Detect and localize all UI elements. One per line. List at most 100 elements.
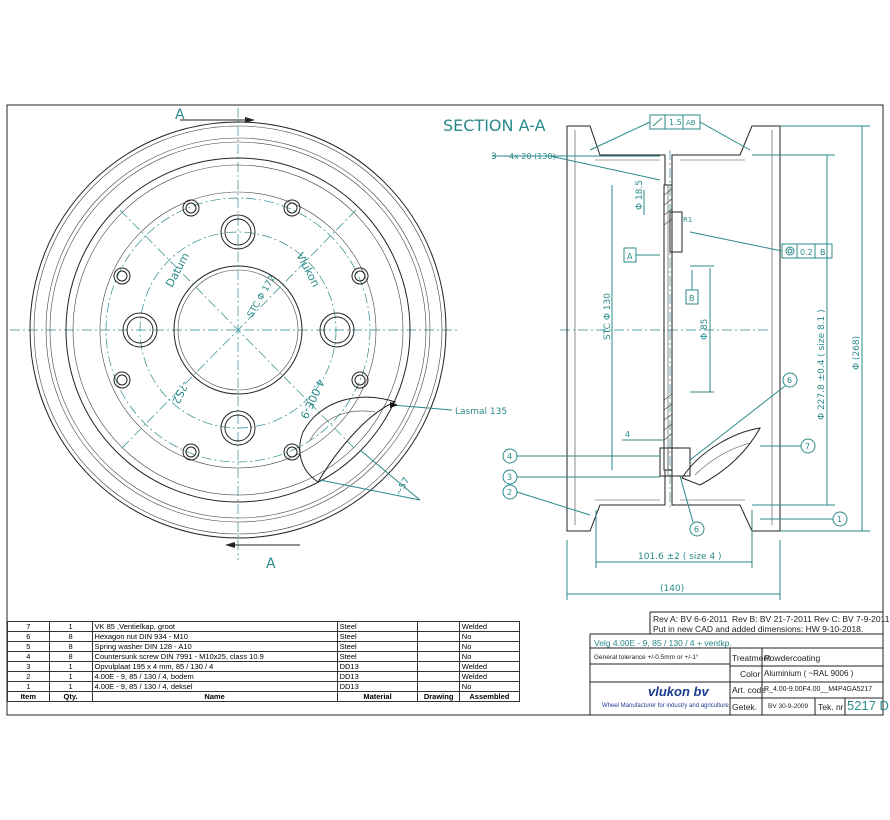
section-title: SECTION A-A	[443, 116, 546, 135]
bom-cell-item: 1	[7, 681, 50, 692]
bom-cell-item: 4	[7, 651, 50, 662]
balloons: 1 2 3 4 6 6 7	[502, 372, 848, 537]
getek-value: BV 30-9-2009	[768, 703, 809, 710]
bom-cell-name: Opvulplaat 195 x 4 mm, 85 / 130 / 4	[91, 661, 338, 672]
dim-101-6: 101.6 ±2 ( size 4 )	[638, 552, 722, 562]
tekno-value: 5217 D	[847, 698, 889, 713]
weld-label: Lasmal 135	[455, 407, 507, 417]
bom-cell-item: 7	[7, 621, 50, 632]
bom-cell-material: DD13	[336, 681, 419, 692]
bom-header-cell: Material	[336, 691, 419, 702]
balloon-6a-text: 6	[787, 376, 792, 385]
dim-stc-130: STC Φ 130	[603, 293, 613, 340]
bom-cell-name: VK 85 ,Ventielkap, groot	[91, 621, 338, 632]
color-label: Color	[740, 669, 761, 679]
drawing-title: Velg 4.00E - 9, 85 / 130 / 4 + ventkp.	[594, 638, 732, 648]
chamfer-index: 3	[491, 152, 497, 162]
bom-cell-drawing	[417, 621, 460, 632]
vlukon-label: Vlukon	[293, 250, 322, 289]
bom-cell-material: Steel	[336, 651, 419, 662]
getek-label: Getek.	[732, 702, 758, 712]
bom-cell-name: Countersunk screw DIN 7991 - M10x25, cla…	[91, 651, 338, 662]
size-label: 4.00E-9	[297, 377, 327, 421]
bom-cell-drawing	[417, 671, 460, 682]
bom-cell-qty: 8	[48, 631, 93, 642]
bom-cell-name: Spring washer DIN 128 - A10	[91, 641, 338, 652]
bom-cell-material: Steel	[336, 621, 419, 632]
datum-a: A	[627, 252, 633, 261]
company-logo: vlukon bv	[648, 684, 709, 699]
concentric-value: 0.2	[800, 248, 813, 257]
bom-cell-assembled: No	[458, 681, 521, 692]
bom-cell-assembled: Welded	[458, 621, 521, 632]
company-tagline: Wheel Manufacturer for industry and agri…	[602, 703, 729, 709]
front-view: A A Datum Vlukon STC Φ 172 4.00E-9 -?S2 …	[10, 107, 507, 572]
offset-label: -?S2	[169, 379, 191, 406]
balloon-7-text: 7	[805, 442, 810, 451]
bom-cell-qty: 1	[48, 621, 93, 632]
title-block-frame	[589, 611, 883, 715]
balloon-6b	[689, 521, 705, 537]
bom-cell-drawing	[417, 631, 460, 642]
section-marker-top: A	[175, 107, 185, 123]
balloon-4-text: 4	[507, 452, 512, 461]
bom-cell-assembled: No	[458, 641, 521, 652]
artcode-label: Art. code	[732, 685, 767, 695]
bom-header-cell: Drawing	[417, 691, 460, 702]
datum-b: B	[689, 294, 695, 303]
drawing-frame	[6, 104, 884, 716]
section-view: SECTION A-A	[443, 114, 870, 600]
bom-cell-material: DD13	[336, 671, 419, 682]
bom-cell-drawing	[417, 661, 460, 672]
rev-note: Put in new CAD and added dimensions: HW …	[653, 624, 864, 634]
dim-18-5: Φ 18.5	[635, 180, 645, 210]
bom-cell-name: Hexagon nut DIN 934 - M10	[91, 631, 338, 642]
dim-227-8: Φ 227.8 ±0.4 ( size 8.1 )	[817, 309, 827, 420]
tekno-label: Tek. nr	[818, 702, 844, 712]
runout-value: 1.5	[669, 118, 682, 127]
dim-4: 4	[625, 430, 630, 439]
bom-cell-material: Steel	[336, 641, 419, 652]
treatment-label: Treatment	[732, 653, 771, 663]
dim-r: R1	[683, 216, 692, 224]
bom-cell-qty: 1	[48, 671, 93, 682]
bom-cell-assembled: Welded	[458, 671, 521, 682]
bom-cell-item: 5	[7, 641, 50, 652]
bom-header-cell: Item	[7, 691, 50, 702]
bom-cell-assembled: No	[458, 631, 521, 642]
bom-cell-assembled: Welded	[458, 661, 521, 672]
bom-header-cell: Qty.	[48, 691, 93, 702]
bom-cell-drawing	[417, 641, 460, 652]
dim-140: (140)	[660, 584, 684, 594]
bom-cell-name: 4.00E - 9, 85 / 130 / 4, bodem	[91, 671, 338, 682]
bom-cell-material: DD13	[336, 661, 419, 672]
artcode-value: R_4.00-9.00F4.00__M4P4GA5217	[764, 686, 873, 693]
balloon-6a	[782, 372, 798, 388]
bom-cell-material: Steel	[336, 631, 419, 642]
concentric-datum: B	[820, 248, 826, 257]
bom-cell-qty: 8	[48, 641, 93, 652]
datum-label: Datum	[163, 250, 192, 289]
bom-cell-item: 3	[7, 661, 50, 672]
stc-label: STC Φ 172	[246, 274, 278, 320]
balloon-3-text: 3	[507, 473, 512, 482]
bom-cell-name: 4.00E - 9, 85 / 130 / 4, deksel	[91, 681, 338, 692]
rev-b: Rev B: BV 21-7-2011	[732, 614, 812, 624]
balloon-6b-text: 6	[694, 525, 699, 534]
balloon-1-text: 1	[837, 515, 842, 524]
balloon-2-text: 2	[507, 488, 512, 497]
treatment-value: Powdercoating	[764, 653, 821, 663]
bom-cell-qty: 8	[48, 651, 93, 662]
bom-header-cell: Assembled	[458, 691, 521, 702]
general-tolerance: General tolerance +/-0.5mm or +/-1°	[594, 654, 699, 661]
small-dim-label: ∼57	[394, 476, 412, 497]
